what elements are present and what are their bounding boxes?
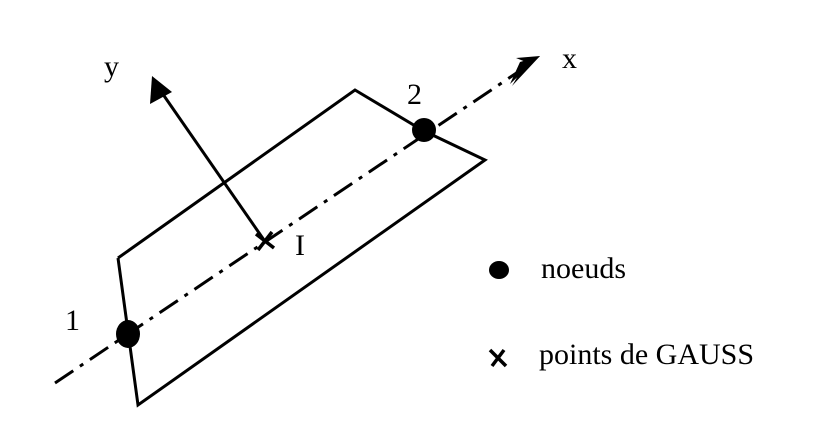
gauss-point-marker xyxy=(254,230,276,252)
node-1-label: 1 xyxy=(65,304,80,337)
y-axis-arrowhead xyxy=(150,76,172,104)
node-1-dot xyxy=(116,320,140,348)
gauss-point-label: I xyxy=(295,229,305,262)
x-axis-label: x xyxy=(562,42,577,75)
legend-gauss-marker xyxy=(488,348,508,368)
x-axis-arrowhead-fill xyxy=(512,56,540,86)
y-axis-line xyxy=(158,89,266,241)
legend-node-dot xyxy=(489,261,509,279)
legend-nodes-label: noeuds xyxy=(541,252,626,285)
y-axis-label: y xyxy=(104,50,119,83)
legend-gauss-label: points de GAUSS xyxy=(539,338,755,371)
node-2-label: 2 xyxy=(407,78,422,111)
element-outline xyxy=(116,88,488,408)
node-2-dot xyxy=(412,118,436,142)
